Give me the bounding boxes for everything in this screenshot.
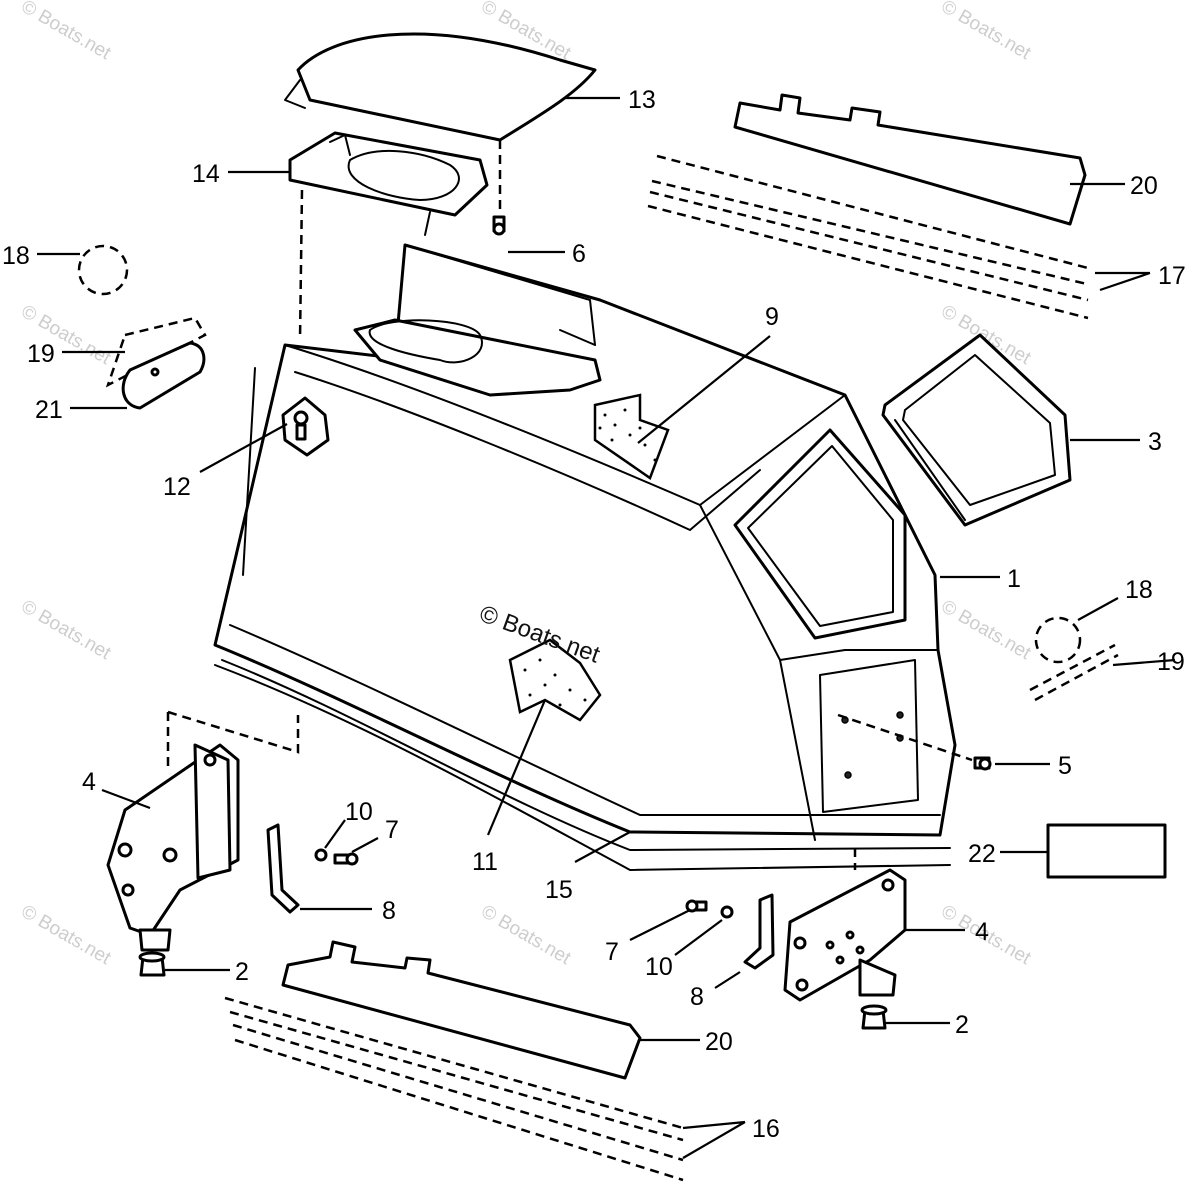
callout-7: 7	[385, 816, 399, 844]
part-14-intake-plate	[288, 131, 489, 236]
callout-8: 8	[690, 983, 704, 1011]
part-11-decal	[508, 638, 602, 722]
part-10-washer-right	[720, 905, 734, 919]
callout-21: 21	[35, 396, 63, 424]
part-12-latch-bracket	[281, 396, 330, 457]
part-19-seal	[1034, 653, 1119, 702]
callout-4: 4	[82, 768, 96, 796]
part-4-mount-bracket-right	[783, 868, 907, 1002]
watermark: © Boats.net	[18, 596, 115, 664]
watermark: © Boats.net	[938, 0, 1035, 64]
part-18-grommet	[77, 244, 129, 296]
watermark: © Boats.net	[18, 0, 115, 64]
part-9-decal	[593, 393, 670, 480]
part-18-grommet	[1034, 616, 1082, 664]
callout-20: 20	[705, 1028, 733, 1056]
watermark: © Boats.net	[478, 901, 575, 969]
part-5-screw	[973, 756, 992, 771]
callout-4: 4	[975, 918, 989, 946]
alignment-line	[298, 189, 304, 341]
watermark: © Boats.net	[18, 901, 115, 969]
callout-8: 8	[382, 897, 396, 925]
part-2-grommet-right	[860, 1004, 888, 1030]
callout-9: 9	[765, 303, 779, 331]
callout-6: 6	[572, 240, 586, 268]
callout-17: 17	[1158, 262, 1186, 290]
part-3-window-frame	[881, 333, 1072, 527]
callout-2: 2	[955, 1011, 969, 1039]
part-7-bolt-right	[685, 899, 708, 913]
alignment-line	[167, 710, 300, 754]
part-8-clip-left	[266, 823, 300, 914]
callout-18: 18	[2, 242, 30, 270]
part-4-mount-bracket-left	[106, 743, 240, 952]
callout-16: 16	[752, 1115, 780, 1143]
part-1-top-cowl	[213, 243, 973, 851]
callout-10: 10	[645, 953, 673, 981]
callout-1: 1	[1007, 565, 1021, 593]
callout-12: 12	[163, 473, 191, 501]
callout-labels: 13 14 6 20 17 18 19 21 9 12 3 1 18 19 5 …	[2, 86, 1186, 1143]
part-10-washer-left	[314, 848, 328, 862]
callout-13: 13	[628, 86, 656, 114]
callout-19: 19	[1157, 648, 1185, 676]
part-13-cap	[284, 32, 597, 142]
part-6-screw	[492, 215, 506, 236]
part-17-seal-strips	[647, 154, 1089, 320]
callout-3: 3	[1148, 428, 1162, 456]
part-8-clip-right	[743, 893, 775, 970]
part-7-bolt-left	[333, 852, 359, 866]
part-15-seal	[214, 664, 951, 871]
part-19-seal	[1029, 643, 1116, 692]
watermark: © Boats.net	[938, 596, 1035, 664]
callout-7: 7	[605, 938, 619, 966]
callout-22: 22	[968, 840, 996, 868]
part-20-rail-top	[733, 93, 1087, 226]
part-20-rail-bottom	[281, 940, 642, 1080]
callout-14: 14	[192, 160, 220, 188]
part-16-seal-strips	[224, 996, 684, 1182]
callout-11: 11	[472, 848, 498, 876]
part-19-21-latch	[105, 316, 207, 410]
callout-18: 18	[1125, 576, 1153, 604]
callout-5: 5	[1058, 752, 1072, 780]
part-22-label-decal	[1046, 823, 1167, 879]
callout-10: 10	[345, 798, 373, 826]
leader-lines	[37, 96, 1176, 1159]
part-2-grommet-left	[138, 951, 166, 977]
callout-15: 15	[545, 876, 573, 904]
callout-19: 19	[27, 340, 55, 368]
callout-20: 20	[1130, 172, 1158, 200]
callout-2: 2	[235, 958, 249, 986]
